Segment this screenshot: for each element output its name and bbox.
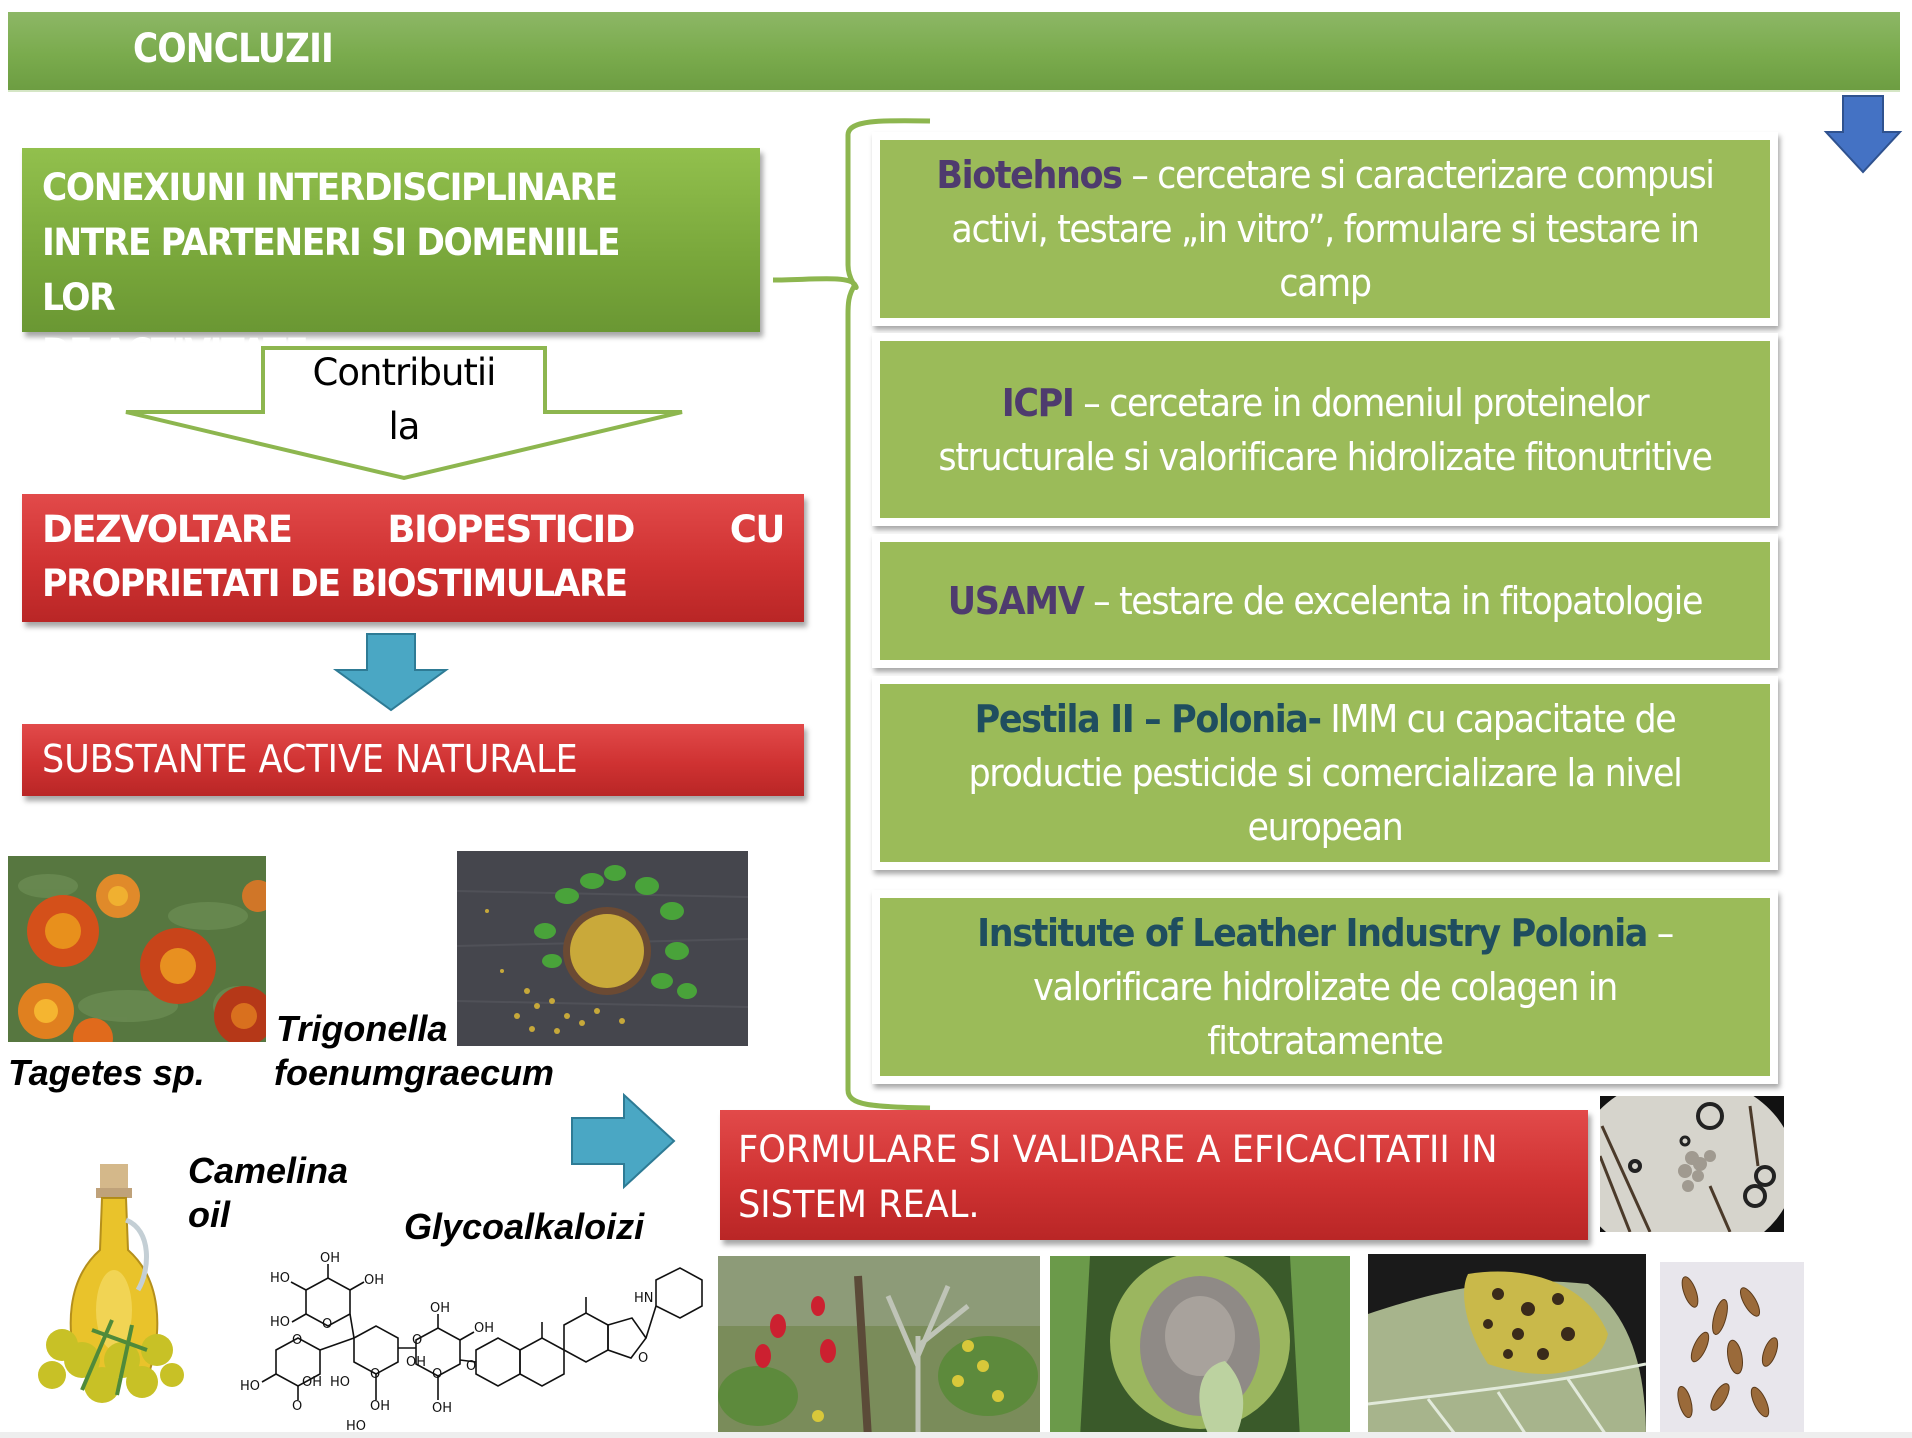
biopesticide-line-1: DEZVOLTARE BIOPESTICID CU	[42, 508, 786, 551]
partner-card-pestila: Pestila II – Polonia- IMM cu capacitate …	[872, 676, 1778, 870]
chem-label: O	[292, 1399, 302, 1414]
microscope-photo	[1600, 1096, 1784, 1232]
biopesticide-box: DEZVOLTARE BIOPESTICID CU PROPRIETATI DE…	[22, 494, 804, 622]
chem-label: HN	[634, 1291, 654, 1306]
partner-separator: –	[1647, 911, 1674, 955]
partner-name: Institute of Leather Industry Polonia	[977, 911, 1648, 955]
trigonella-label-2: foenumgraecum	[274, 1052, 555, 1093]
teal-right-arrow-icon	[571, 1092, 676, 1190]
chem-label: OH	[430, 1301, 450, 1316]
partner-name: Biotehnos	[936, 153, 1123, 197]
apple-blossom-photo	[718, 1256, 1040, 1438]
chem-label: OH	[364, 1273, 384, 1288]
validation-text: FORMULARE SI VALIDARE A EFICACITATII IN …	[738, 1128, 1498, 1226]
biopesticide-word-2: BIOPESTICID	[387, 508, 635, 551]
glycoalkaloid-label: Glycoalkaloizi	[404, 1206, 645, 1247]
contributions-label: Contributii la	[264, 346, 544, 454]
chem-label: O	[370, 1367, 380, 1382]
contributions-arrow-icon	[125, 346, 683, 481]
chem-label: O	[638, 1351, 648, 1366]
partner-separator	[1321, 697, 1331, 741]
trigonella-photo	[457, 851, 748, 1046]
chem-label: HO	[346, 1419, 366, 1434]
partner-description: cercetare si caracterizare compusi activ…	[951, 153, 1715, 305]
partner-description: IMM cu capacitate de productie pesticide…	[968, 697, 1682, 849]
camelina-label-2: oil	[188, 1194, 230, 1235]
partner-separator: –	[1121, 153, 1158, 197]
chem-label: O	[412, 1333, 422, 1348]
contributions-line-1: Contributii	[312, 351, 497, 394]
trigonella-label-1: Trigonella	[276, 1008, 448, 1049]
partner-description: testare de excelenta in fitopatologie	[1118, 579, 1704, 623]
partner-card-icpi: ICPI – cercetare in domeniul proteinelor…	[872, 333, 1778, 526]
glycoalkaloid-structure: OH HO OH HO O O O O OH OH HO OH HO O OH …	[240, 1251, 703, 1434]
validation-box: FORMULARE SI VALIDARE A EFICACITATII IN …	[720, 1110, 1588, 1240]
tagetes-label: Tagetes sp.	[8, 1052, 205, 1093]
chem-label: HO	[240, 1379, 260, 1394]
partner-card-usamv: USAMV – testare de excelenta in fitopato…	[872, 534, 1778, 668]
interdisciplinary-box: CONEXIUNI INTERDISCIPLINARE INTRE PARTEN…	[22, 148, 760, 374]
biopesticide-word-1: DEZVOLTARE	[42, 508, 293, 551]
partner-card-leather-institute: Institute of Leather Industry Polonia – …	[872, 890, 1778, 1084]
chem-label: HO	[270, 1315, 290, 1330]
natural-substances-box: SUBSTANTE ACTIVE NATURALE	[22, 724, 804, 796]
partner-description: valorificare hidrolizate de colagen in f…	[1033, 965, 1618, 1063]
chem-label: O	[322, 1317, 332, 1332]
partner-card-biotehnos: Biotehnos – cercetare si caracterizare c…	[872, 132, 1778, 326]
blue-down-arrow-icon	[1823, 95, 1903, 174]
chem-label: O	[432, 1367, 442, 1382]
interdisciplinary-text: CONEXIUNI INTERDISCIPLINARE INTRE PARTEN…	[42, 166, 621, 374]
conidia-photo	[1660, 1262, 1804, 1432]
camelina-label-1: Camelina	[188, 1150, 349, 1191]
title-bar: CONCLUZII	[8, 12, 1900, 92]
leaf-spot-photo	[1368, 1254, 1646, 1438]
partners-bracket	[772, 118, 931, 1111]
partner-description: cercetare in domeniul proteinelor struct…	[938, 380, 1713, 479]
slide-title: CONCLUZII	[133, 26, 334, 72]
teal-down-arrow-icon	[332, 633, 450, 712]
tagetes-photo	[8, 856, 266, 1042]
contributions-line-2: la	[388, 405, 421, 448]
chem-label: O	[292, 1333, 302, 1348]
partner-name: USAMV	[947, 579, 1085, 623]
fruit-rot-photo	[1050, 1256, 1350, 1438]
chem-label: OH	[474, 1321, 494, 1336]
partner-name: Pestila II – Polonia-	[974, 697, 1322, 741]
biopesticide-line-2: PROPRIETATI DE BIOSTIMULARE	[42, 562, 628, 605]
natural-substances-text: SUBSTANTE ACTIVE NATURALE	[42, 737, 578, 781]
chem-label: HO	[270, 1271, 290, 1286]
chem-label: OH	[320, 1251, 340, 1266]
chem-label: OH	[302, 1375, 322, 1390]
biopesticide-word-3: CU	[729, 508, 786, 551]
chem-label: HO	[330, 1375, 350, 1390]
chem-label: OH	[432, 1401, 452, 1416]
partner-separator: –	[1083, 579, 1119, 623]
chem-label: OH	[370, 1399, 390, 1414]
partner-name: ICPI	[1001, 380, 1075, 425]
partner-separator: –	[1073, 380, 1110, 425]
camelina-oil-photo	[38, 1164, 184, 1403]
chem-label: O	[466, 1359, 476, 1374]
bottom-strip	[0, 1432, 1912, 1438]
chem-label: OH	[406, 1355, 426, 1370]
